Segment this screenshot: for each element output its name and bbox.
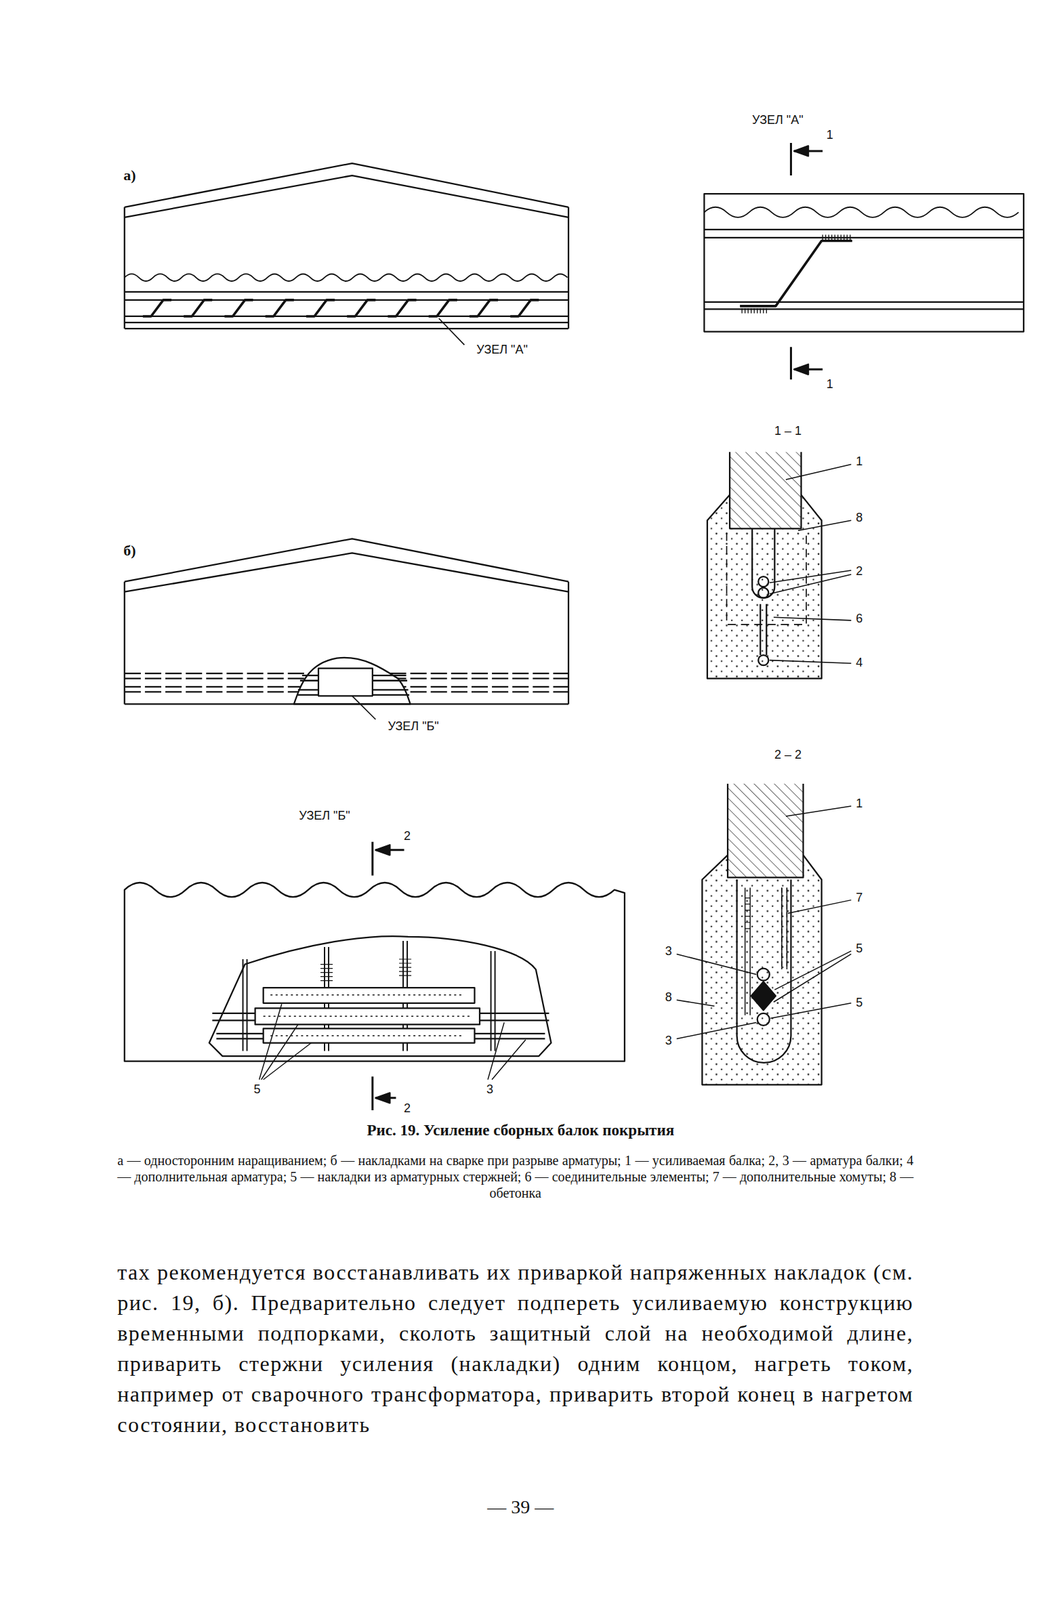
detail-title: УЗЕЛ "Б" (298, 809, 350, 824)
node-b-detail (375, 844, 390, 856)
node-a-detail (703, 207, 1019, 218)
section-mark-number: 2 (403, 829, 411, 844)
section-2-2 (676, 806, 852, 1039)
node-b-detail (124, 842, 625, 1111)
callout-number: 4 (855, 656, 863, 671)
section-1-1 (729, 451, 801, 529)
beam-elevation-b (294, 657, 411, 704)
section-2-2 (751, 981, 776, 1011)
node-a-detail (822, 234, 851, 240)
section-1-1 (769, 464, 852, 664)
detail-title: УЗЕЛ "А" (752, 113, 804, 128)
section-2-2 (676, 783, 852, 1085)
section-2-2 (757, 968, 770, 982)
beam-elevation-b (124, 538, 569, 582)
section-1-1 (729, 451, 801, 529)
beam-elevation-b (124, 552, 569, 592)
figure-legend: а — односторонним наращиванием; б — накл… (117, 1152, 914, 1202)
node-a-detail (741, 308, 767, 314)
section-1-1 (758, 576, 769, 587)
section-title: 1 – 1 (774, 424, 802, 439)
section-1-1 (758, 588, 769, 599)
callout-number: 5 (254, 1083, 261, 1097)
callout-number: 3 (665, 945, 673, 960)
beam-elevation-a (142, 300, 539, 317)
beam-elevation-b (352, 695, 377, 720)
section-2-2 (727, 783, 803, 879)
section-mark-number: 1 (826, 128, 834, 143)
section-mark-number: 2 (403, 1103, 411, 1117)
node-callout: УЗЕЛ "А" (476, 343, 528, 358)
callout-number: 8 (665, 991, 673, 1005)
callout-number: 2 (855, 565, 863, 579)
beam-elevation-a (124, 207, 569, 329)
body-text: тах рекомендуется восстанавливать их при… (117, 1257, 914, 1441)
callout-number: 6 (855, 612, 863, 627)
node-b-detail (320, 959, 412, 982)
section-2-2 (745, 888, 788, 1016)
section-2-2 (701, 855, 822, 1085)
node-a-detail (790, 142, 823, 176)
figure-drawing (124, 142, 1024, 1111)
section-1-1 (760, 604, 767, 656)
node-a-detail (703, 193, 1024, 332)
beam-elevation-b (124, 581, 569, 705)
section-2-2 (745, 898, 751, 929)
callout-number: 8 (855, 511, 863, 526)
beam-elevation-a (439, 318, 465, 345)
node-a-detail (794, 364, 809, 375)
node-a-detail (794, 145, 809, 156)
beam-elevation-a (124, 292, 569, 329)
node-a-detail (703, 229, 1024, 309)
beam-elevation-a (124, 175, 569, 218)
node-b-detail (372, 842, 405, 877)
section-mark-number: 1 (826, 378, 834, 392)
callout-number: 5 (855, 942, 863, 956)
section-2-2 (727, 783, 803, 879)
node-b-detail (243, 941, 496, 1052)
section-1-1 (758, 655, 769, 666)
figure-caption: Рис. 19. Усиление сборных балок покрытия (366, 1121, 675, 1139)
figure-letter: а) (123, 167, 136, 184)
node-a-detail (739, 241, 853, 307)
node-b-detail (372, 1076, 397, 1111)
beam-elevation-a (124, 163, 569, 208)
node-b-detail (259, 1004, 526, 1080)
node-a-detail (790, 346, 823, 380)
beam-elevation-b (124, 703, 569, 705)
section-title: 2 – 2 (774, 748, 802, 763)
section-2-2 (757, 1013, 770, 1026)
beam-elevation-b (318, 668, 373, 697)
section-2-2 (727, 783, 803, 879)
beam-elevation-b (124, 538, 569, 720)
section-2-2 (781, 888, 788, 971)
beam-elevation-a (124, 163, 569, 345)
callout-number: 3 (665, 1034, 673, 1049)
figure-letter: б) (123, 542, 136, 559)
node-a-detail (703, 142, 1024, 380)
callout-number: 5 (855, 996, 863, 1011)
callout-number: 1 (855, 455, 863, 469)
section-1-1 (752, 528, 775, 598)
node-b-detail (124, 882, 625, 1062)
page-number: — 39 — (487, 1497, 554, 1519)
node-callout: УЗЕЛ "Б" (387, 720, 439, 734)
beam-elevation-a (124, 273, 568, 282)
section-1-1 (707, 451, 851, 679)
section-1-1 (729, 451, 801, 529)
callout-number: 3 (486, 1083, 494, 1097)
callout-number: 7 (855, 891, 863, 906)
callout-number: 1 (855, 797, 863, 811)
node-b-detail (375, 1092, 390, 1104)
